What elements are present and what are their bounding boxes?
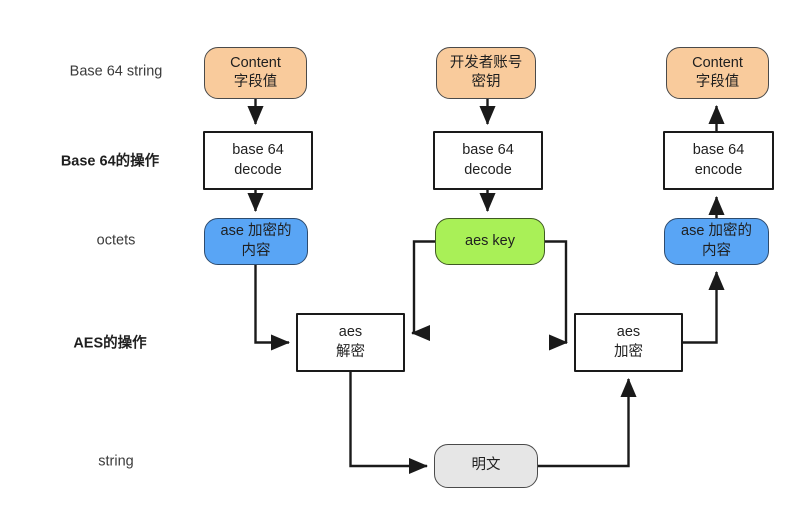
row-label-3: AES的操作 [73, 335, 147, 352]
edge-octets-left-to-aes-decrypt [254, 265, 290, 351]
edge-encrypt-to-octets-right [683, 271, 725, 344]
node-aes-key[interactable]: aes key [435, 218, 545, 265]
edge-plaintext-to-encrypt [538, 378, 637, 468]
edge-decrypt-to-plaintext [349, 372, 428, 475]
node-aes-encrypted-content-left[interactable]: ase 加密的 内容 [204, 218, 308, 265]
node-aes-encrypt[interactable]: aes 加密 [574, 313, 683, 372]
row-label-4: string [98, 453, 134, 470]
row-label-0: Base 64 string [69, 63, 163, 80]
node-aes-encrypted-content-right[interactable]: ase 加密的 内容 [664, 218, 769, 265]
node-developer-account-key[interactable]: 开发者账号 密钥 [436, 47, 536, 99]
edge-aes-key-to-decrypt [411, 240, 435, 342]
node-content-field-right[interactable]: Content 字段值 [666, 47, 769, 99]
node-aes-decrypt[interactable]: aes 解密 [296, 313, 405, 372]
node-base64-decode-middle[interactable]: base 64 decode [433, 131, 543, 190]
node-base64-encode-right[interactable]: base 64 encode [663, 131, 774, 190]
row-label-2: octets [96, 232, 136, 249]
row-label-1: Base 64的操作 [60, 153, 160, 170]
node-base64-decode-left[interactable]: base 64 decode [203, 131, 313, 190]
edge-aes-key-to-encrypt [545, 240, 568, 351]
node-plaintext[interactable]: 明文 [434, 444, 538, 488]
node-content-field-left[interactable]: Content 字段值 [204, 47, 307, 99]
